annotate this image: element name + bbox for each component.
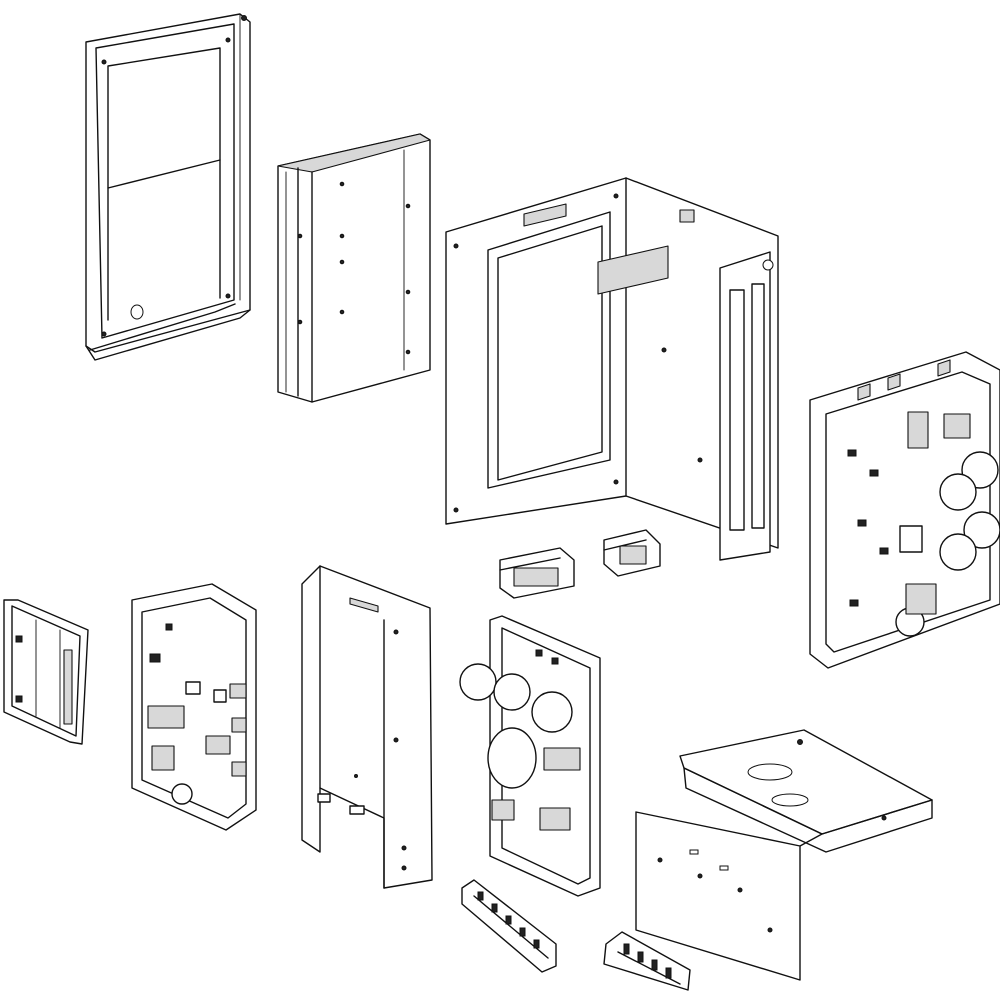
heatsink-cover-icon bbox=[277, 133, 431, 403]
reactor-right-icon bbox=[603, 529, 661, 577]
power-pcb-icon bbox=[809, 351, 1000, 669]
control-pcb-icon bbox=[131, 583, 257, 831]
mounting-plate-icon bbox=[301, 565, 433, 889]
front-frame-icon bbox=[85, 13, 251, 361]
terminal-block-short-icon bbox=[603, 931, 691, 991]
terminal-block-long-icon bbox=[461, 879, 557, 973]
small-cover-icon bbox=[3, 599, 89, 745]
reactor-left-icon bbox=[499, 547, 575, 599]
bracket-icon bbox=[635, 729, 933, 981]
main-enclosure-icon bbox=[445, 177, 779, 561]
capacitor-pcb-icon bbox=[459, 615, 601, 897]
